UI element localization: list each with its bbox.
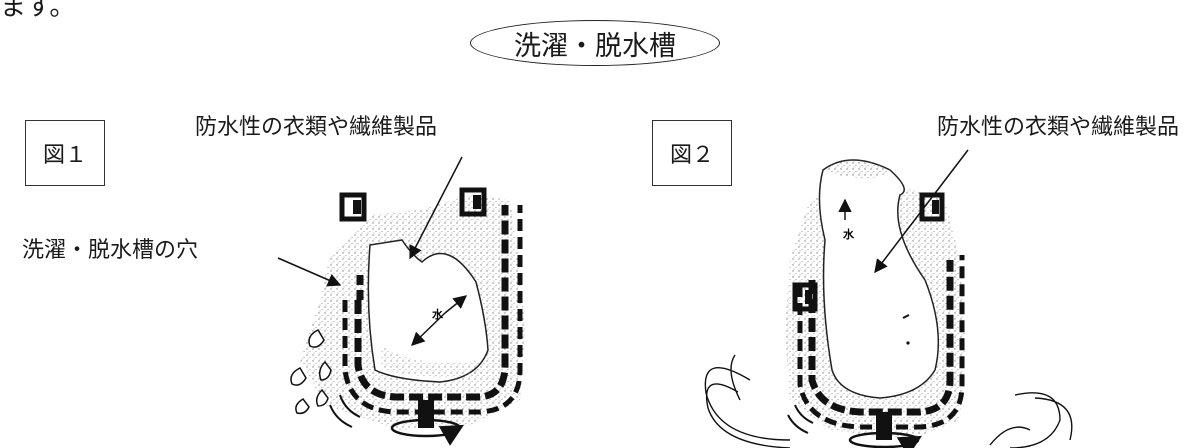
figure1-fabric-label: 防水性の衣類や繊維製品	[195, 115, 438, 140]
figure1-tub-wall	[354, 205, 509, 401]
figure2-vibration-arcs-left	[704, 354, 791, 448]
figure1-water-droplets	[290, 329, 332, 415]
diagram-title: 洗濯・脱水槽	[470, 20, 720, 66]
figure1-water-label: 水	[432, 307, 444, 321]
figure1-hole-label: 洗濯・脱水槽の穴	[22, 238, 199, 263]
figure2-fabric-label: 防水性の衣類や繊維製品	[937, 115, 1180, 140]
top-text-fragment: ます。	[0, 0, 76, 22]
figure2-water-label: 水	[843, 227, 855, 241]
figure1-label-box: 図１	[25, 120, 105, 186]
figure2-tub-wall	[808, 260, 954, 416]
figure2-fabric-arrow	[874, 149, 969, 274]
figure1-hole-arrow	[277, 257, 342, 287]
figure1-water-arrow	[411, 312, 446, 346]
figure1-garment	[367, 239, 489, 383]
figure2-vibration-arcs-right	[989, 392, 1073, 448]
figure2-label-box: 図２	[652, 120, 732, 186]
figure1-fabric-arrow	[409, 156, 463, 260]
figure1-drum	[277, 156, 525, 446]
figure2-drum	[704, 149, 1073, 448]
figure2-garment	[818, 159, 940, 399]
